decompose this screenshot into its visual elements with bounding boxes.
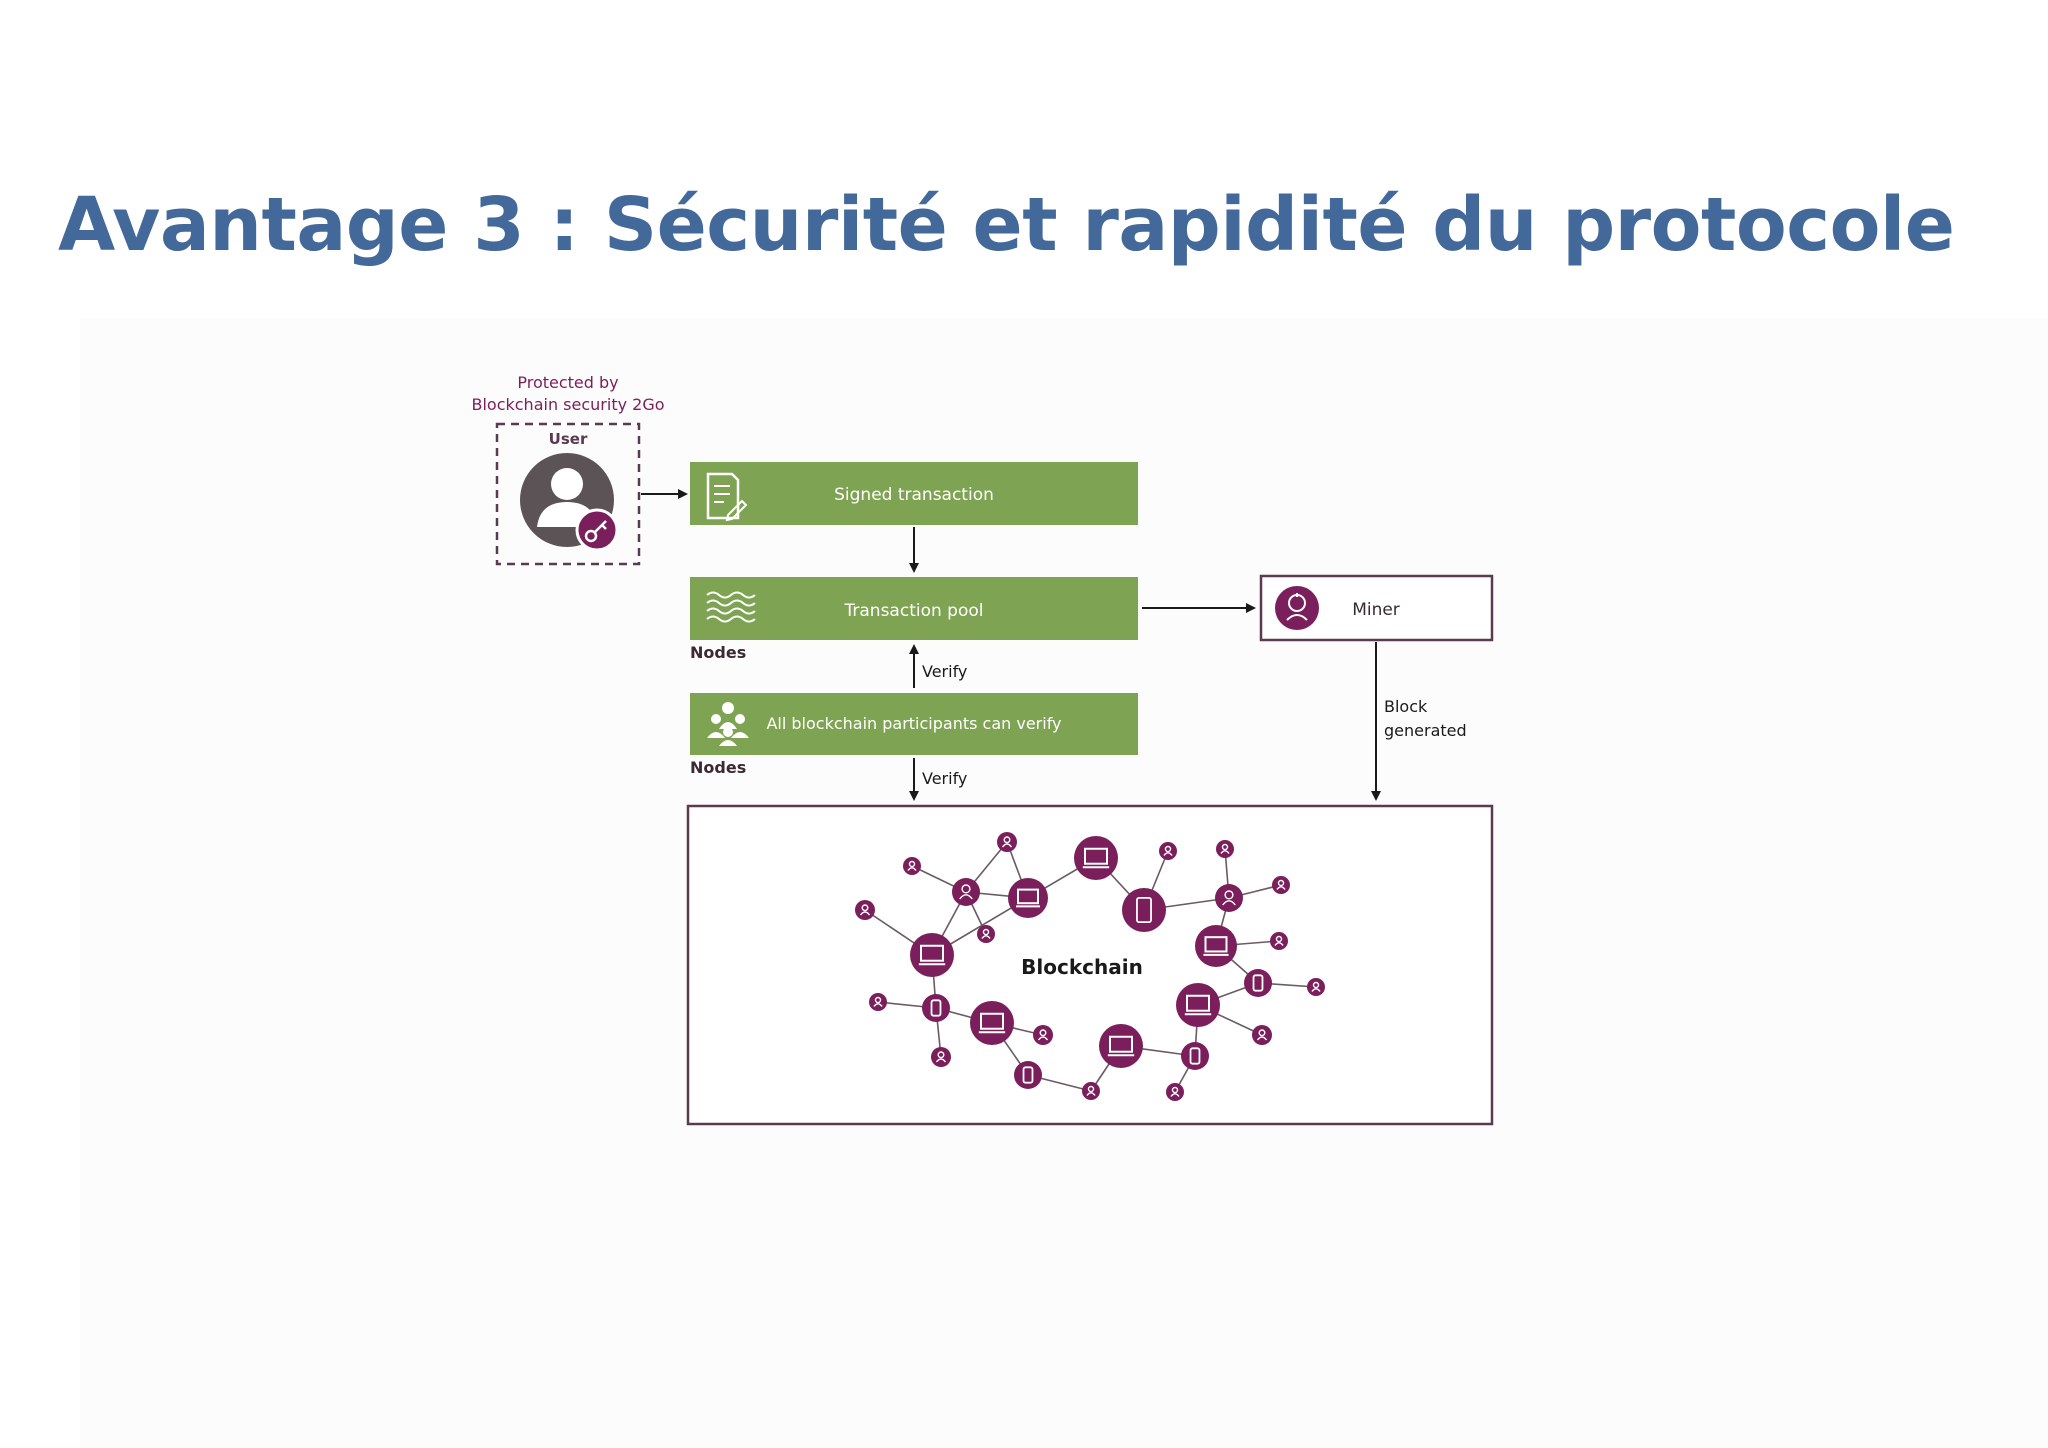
person-node-icon	[903, 857, 921, 875]
signed-transaction-label: Signed transaction	[834, 485, 994, 505]
document-pen-icon	[706, 472, 748, 522]
block-generated-label-2: generated	[1384, 721, 1467, 740]
key-icon	[575, 508, 619, 552]
person-node-icon	[977, 925, 995, 943]
miner-icon	[1275, 586, 1319, 630]
participants-verify-label: All blockchain participants can verify	[766, 714, 1061, 733]
person-node-icon	[869, 993, 887, 1011]
computer-node-icon	[1176, 983, 1220, 1027]
computer-node-icon	[1195, 925, 1237, 967]
phone-node-icon	[1181, 1042, 1209, 1070]
person-node-icon	[855, 900, 875, 920]
phone-node-icon	[922, 994, 950, 1022]
user-label: User	[549, 430, 588, 448]
people-group-icon	[707, 702, 749, 746]
person-node-icon	[1270, 932, 1288, 950]
person-node-icon	[1159, 842, 1177, 860]
computer-node-icon	[1008, 878, 1048, 918]
slide-title: Avantage 3 : Sécurité et rapidité du pro…	[58, 182, 1955, 268]
nodes-label-2: Nodes	[690, 758, 746, 777]
computer-node-icon	[1074, 836, 1118, 880]
protected-by-label: Protected by	[517, 373, 618, 392]
computer-node-icon	[910, 933, 954, 977]
computer-node-icon	[1099, 1024, 1143, 1068]
person-node-icon	[1307, 978, 1325, 996]
person-node-icon	[1215, 884, 1243, 912]
person-node-icon	[952, 878, 980, 906]
participants-verify-box	[690, 693, 1138, 755]
person-node-icon	[1082, 1082, 1100, 1100]
miner-label: Miner	[1352, 600, 1400, 620]
transaction-pool-box	[690, 577, 1138, 640]
person-node-icon	[1216, 840, 1234, 858]
phone-node-icon	[1014, 1061, 1042, 1089]
protected-by-label-2: Blockchain security 2Go	[471, 395, 664, 414]
nodes-label: Nodes	[690, 643, 746, 662]
person-node-icon	[1272, 876, 1290, 894]
verify-label: Verify	[922, 662, 967, 681]
phone-node-icon	[1122, 888, 1166, 932]
waves-icon	[706, 591, 756, 623]
computer-node-icon	[970, 1001, 1014, 1045]
person-node-icon	[1033, 1025, 1053, 1045]
signed-transaction-box	[690, 462, 1138, 525]
blockchain-network-nodes	[855, 832, 1325, 1101]
person-node-icon	[1252, 1025, 1272, 1045]
person-node-icon	[931, 1047, 951, 1067]
person-node-icon	[997, 832, 1017, 852]
verify-label-2: Verify	[922, 769, 967, 788]
transaction-pool-label: Transaction pool	[844, 601, 984, 621]
user-protected-frame	[495, 422, 641, 566]
person-node-icon	[1166, 1083, 1184, 1101]
blockchain-label: Blockchain	[1021, 955, 1143, 979]
block-generated-label: Block	[1384, 697, 1428, 716]
phone-node-icon	[1244, 969, 1272, 997]
